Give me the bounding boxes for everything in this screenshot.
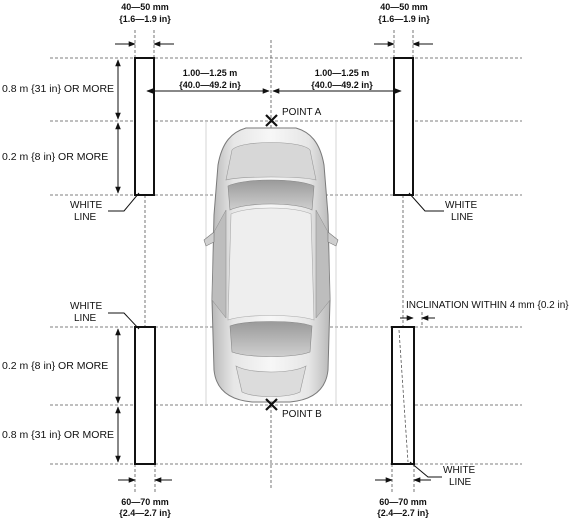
bottom-right-width-label: 60—70 mm [379, 497, 427, 507]
bottom-right-width-inch-label: {2.4—2.7 in} [377, 508, 429, 518]
vehicle-top-view [203, 127, 339, 403]
top-length-label-2: 0.2 m {8 in} OR MORE [2, 151, 108, 163]
white-line-label-bottom-left-1: WHITE [70, 301, 103, 312]
left-spacing-label: 1.00—1.25 m [183, 68, 238, 78]
bottom-left-width-label: 60—70 mm [121, 497, 169, 507]
left-spacing-inch-label: {40.0—49.2 in} [179, 80, 241, 90]
bottom-length-label-1: 0.2 m {8 in} OR MORE [2, 360, 108, 372]
point-a-marker [265, 114, 278, 127]
point-b-label: POINT B [282, 409, 322, 420]
top-right-width-inch-label: {1.6—1.9 in} [378, 14, 430, 24]
top-left-width-label: 40—50 mm [121, 2, 169, 12]
white-line-label-top-left-1: WHITE [70, 200, 103, 211]
white-line-label-top-right-2: LINE [451, 212, 474, 223]
white-line-callout-top-left [108, 192, 140, 212]
bottom-left-width-inch-label: {2.4—2.7 in} [119, 508, 171, 518]
point-a-label: POINT A [282, 107, 322, 118]
white-line-callout-top-right [408, 192, 444, 212]
inclination-reference-line [398, 329, 409, 463]
top-left-width-inch-label: {1.6—1.9 in} [119, 14, 171, 24]
inclination-label: INCLINATION WITHIN 4 mm {0.2 in} [406, 300, 569, 311]
white-line-bottom-right [391, 326, 415, 465]
white-line-bottom-left [134, 326, 156, 465]
white-line-label-top-right-1: WHITE [445, 200, 478, 211]
white-line-callout-bottom-left [108, 312, 140, 330]
white-line-callout-bottom-right [409, 461, 442, 478]
point-b-marker [265, 398, 278, 411]
white-line-label-bottom-left-2: LINE [74, 313, 97, 324]
top-right-width-label: 40—50 mm [380, 2, 428, 12]
white-line-top-left [134, 57, 155, 196]
white-line-label-bottom-right-2: LINE [449, 477, 472, 488]
right-spacing-inch-label: {40.0—49.2 in} [311, 80, 373, 90]
white-line-label-bottom-right-1: WHITE [443, 465, 476, 476]
white-line-top-right [393, 57, 414, 196]
white-line-label-top-left-2: LINE [74, 212, 97, 223]
top-length-label-1: 0.8 m {31 in} OR MORE [2, 83, 114, 95]
bottom-length-label-2: 0.8 m {31 in} OR MORE [2, 429, 114, 441]
right-spacing-label: 1.00—1.25 m [315, 68, 370, 78]
